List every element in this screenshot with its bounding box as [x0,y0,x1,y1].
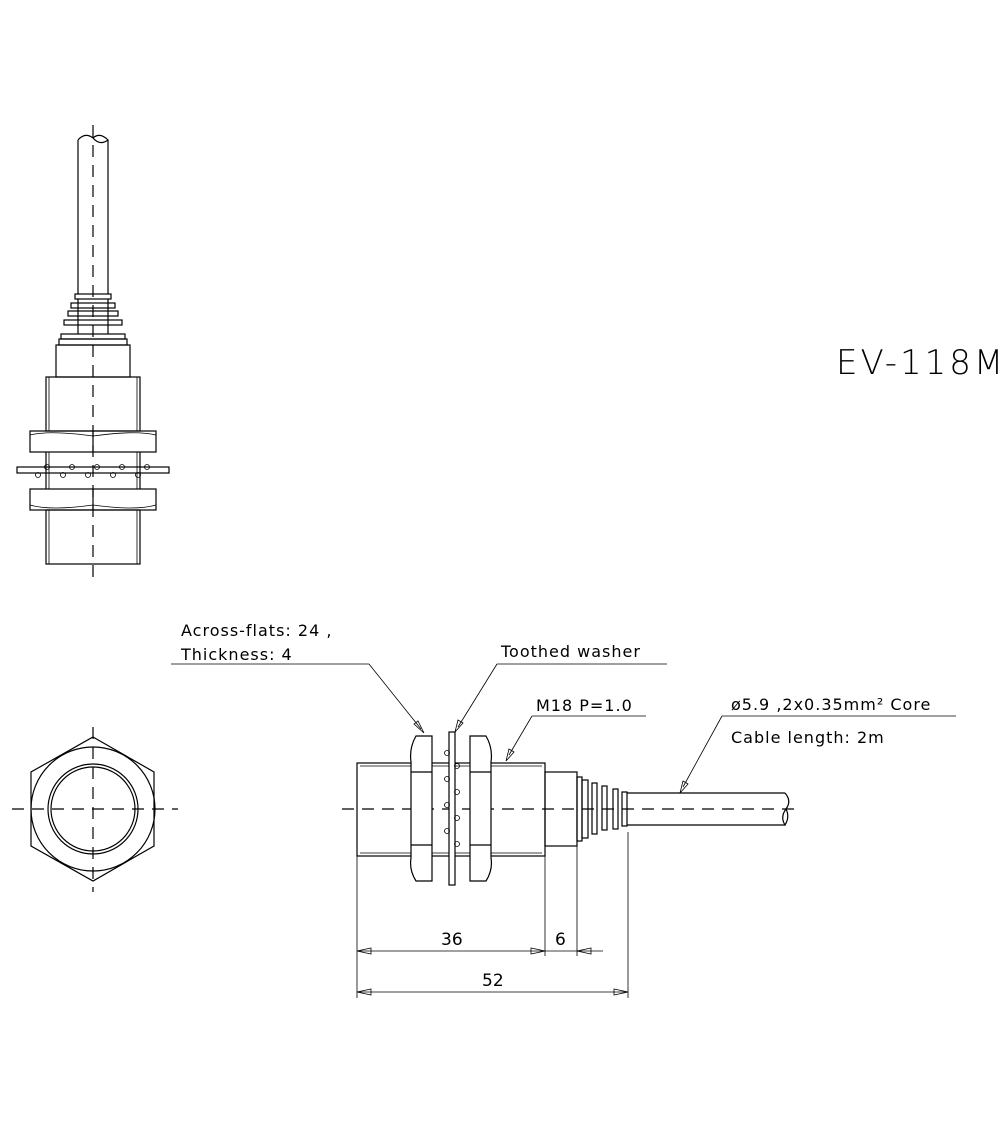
toothed-washer-vertical [16,464,170,478]
thread-inner-circle [50,766,136,852]
annotation-washer-text: Toothed washer [500,642,641,661]
front-view-hex [12,727,178,892]
dimension-6: 6 [545,930,603,955]
annotation-nut-line2: Thickness: 4 [180,645,293,664]
cable-vertical [77,134,109,294]
annotation-nut-line1: Across-flats: 24 , [181,621,332,640]
nut-lower [29,488,157,511]
strain-relief-horizontal [576,776,628,842]
annotation-cable: ø5.9 ,2x0.35mm² Core Cable length: 2m [679,695,956,794]
dimension-36: 36 [356,930,546,955]
model-title: EV-118M [836,343,1000,383]
annotation-cable-line2: Cable length: 2m [731,728,885,747]
strain-relief-vertical [58,293,128,346]
dim-label-6: 6 [555,930,566,950]
nut-left-horizontal [409,735,433,882]
hex-chamfer-circle [30,746,156,872]
dim-label-52: 52 [482,971,504,991]
side-view-vertical [16,125,170,580]
thread-outer-circle [47,763,139,855]
annotation-washer: Toothed washer [454,642,667,733]
dim-label-36: 36 [441,930,463,950]
toothed-washer-horizontal [444,731,460,886]
cable-horizontal [627,792,790,827]
annotation-cable-line1: ø5.9 ,2x0.35mm² Core [731,695,931,714]
hex-nut-outline [30,736,155,882]
nut-right-horizontal [469,735,493,882]
side-view-horizontal: 36 6 52 [342,731,800,998]
annotation-thread-text: M18 P=1.0 [536,696,633,715]
annotation-thread: M18 P=1.0 [505,696,646,762]
threaded-body-lower [45,509,141,565]
dimension-52: 52 [356,971,629,996]
nut-upper [29,430,157,453]
annotation-nut: Across-flats: 24 , Thickness: 4 [171,621,425,734]
